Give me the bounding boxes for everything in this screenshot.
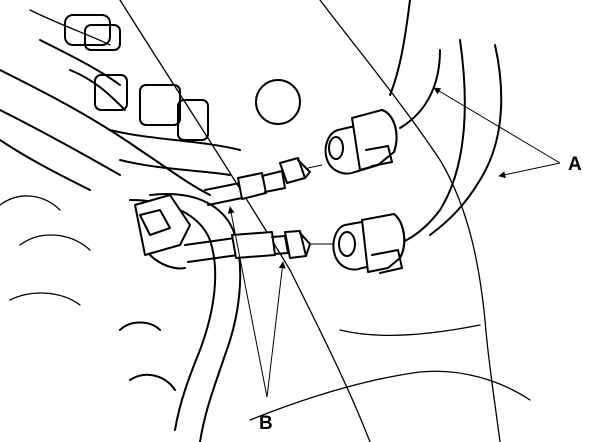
housing-plug	[255, 79, 301, 125]
hose-a-lower	[332, 39, 466, 274]
callout-a-leaders	[433, 87, 561, 179]
engine-housing	[0, 0, 531, 442]
pipe-b-lower	[184, 230, 338, 263]
bracket-hose	[119, 193, 242, 442]
pipe-b-upper	[204, 157, 323, 206]
callout-a-label: A	[568, 154, 582, 175]
callout-b-label: B	[259, 413, 273, 434]
fuel-rail-assembly	[0, 9, 241, 196]
callout-b-leaders	[227, 206, 286, 398]
hose-a-upper	[324, 0, 503, 236]
